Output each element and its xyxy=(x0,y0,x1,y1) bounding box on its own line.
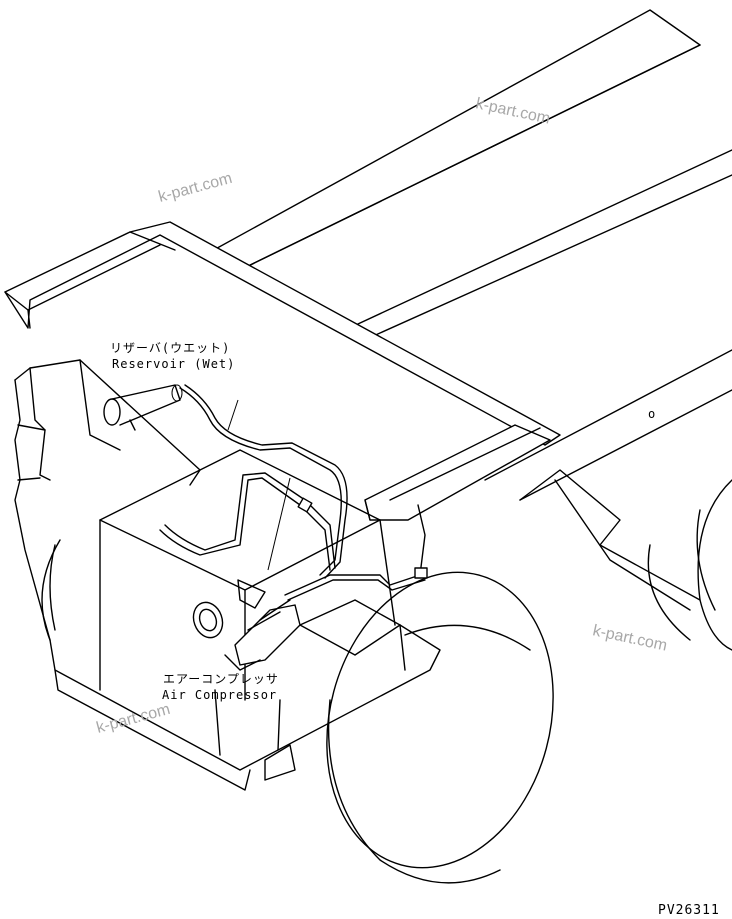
air-lines xyxy=(159,384,428,601)
right-wheel xyxy=(697,479,732,651)
dump-body xyxy=(4,9,732,641)
watermark-1: k-part.com xyxy=(474,95,551,127)
watermark-4: k-part.com xyxy=(95,701,172,737)
small-mark: o xyxy=(648,407,656,421)
air-compressor xyxy=(192,579,301,671)
reservoir-label-jp: リザーバ(ウエット) xyxy=(110,341,230,355)
watermark-3: k-part.com xyxy=(591,622,668,654)
left-wheel xyxy=(41,539,61,641)
compressor-label-en: Air Compressor xyxy=(162,688,277,702)
rear-wheel xyxy=(326,571,554,884)
reservoir-label-en: Reservoir (Wet) xyxy=(112,357,235,371)
chassis-frame xyxy=(14,359,441,791)
compressor-label-jp: エアーコンプレッサ xyxy=(163,672,279,686)
drawing-code: PV26311 xyxy=(658,903,720,918)
reservoir-tank xyxy=(103,384,183,431)
leader-lines xyxy=(227,399,291,571)
watermark-2: k-part.com xyxy=(157,170,234,206)
